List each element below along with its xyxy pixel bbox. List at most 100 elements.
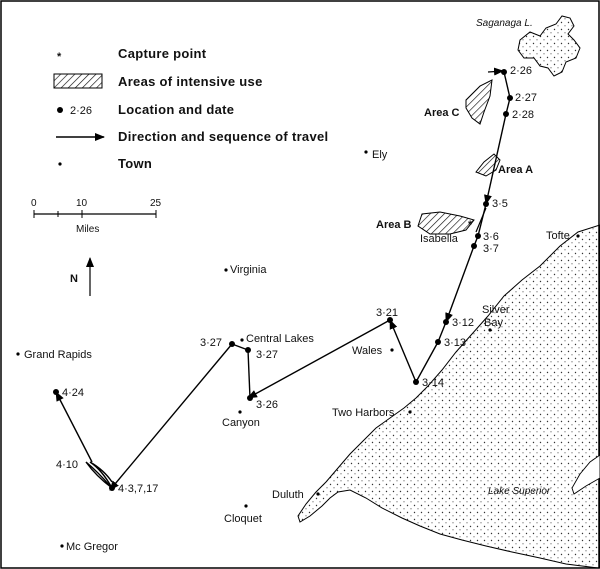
town-cloquet: Cloquet — [224, 513, 262, 525]
legend-area-label: Areas of intensive use — [118, 74, 263, 89]
scale-tick-10: 10 — [76, 198, 88, 209]
town-virginia: Virginia — [230, 264, 267, 276]
town-bay: Bay — [484, 317, 503, 329]
point-3-27-a — [229, 341, 235, 347]
town-dot-wales — [390, 348, 394, 352]
date-3-6: 3·6 — [483, 231, 499, 243]
town-dot-cloquet — [244, 504, 248, 508]
point-3-7 — [471, 243, 477, 249]
date-3-13: 3·13 — [444, 337, 466, 349]
town-mc-gregor: Mc Gregor — [66, 541, 118, 553]
town-tofte: Tofte — [546, 230, 570, 242]
town-dot-central-lakes — [240, 338, 244, 342]
point-3-14 — [413, 379, 419, 385]
scale-tick-25: 25 — [150, 198, 162, 209]
town-points — [16, 150, 580, 548]
point-2-26 — [501, 69, 507, 75]
route-segment-9 — [389, 319, 417, 383]
route-segment-10 — [247, 319, 391, 399]
route-segment-8 — [415, 341, 439, 383]
date-3-12: 3·12 — [452, 317, 474, 329]
date-3-5: 3·5 — [492, 198, 508, 210]
town-central-lakes: Central Lakes — [246, 333, 314, 345]
town-dot-grand-rapids — [16, 352, 20, 356]
route-segment-13 — [109, 343, 233, 491]
date-4-3-7-17: 4·3,7,17 — [118, 483, 158, 495]
date-4-10: 4·10 — [56, 459, 78, 471]
date-3-14: 3·14 — [422, 377, 444, 389]
route-segment-11 — [247, 349, 251, 399]
town-isabella: Isabella — [420, 233, 459, 245]
date-labels: 2·26 2·27 2·28 3·5 3·6 3·7 3·12 3·13 3·1… — [56, 65, 537, 495]
date-3-27-a: 3·27 — [200, 337, 222, 349]
north-label: N — [70, 273, 78, 285]
legend-area-swatch — [53, 73, 103, 89]
date-4-24: 4·24 — [62, 387, 84, 399]
area-b-shape — [417, 211, 475, 235]
town-dot-ely — [364, 150, 368, 154]
route-segment-14 — [55, 391, 93, 463]
area-c-shape — [465, 79, 493, 125]
town-silver: Silver — [482, 304, 510, 316]
town-ely: Ely — [372, 149, 388, 161]
point-4-24 — [53, 389, 59, 395]
point-3-27-b — [245, 347, 251, 353]
legend-direction-label: Direction and sequence of travel — [118, 129, 328, 144]
legend-capture-symbol: * — [57, 51, 62, 63]
area-b-label: Area B — [376, 219, 412, 231]
town-dot-tofte — [576, 234, 580, 238]
town-dot-canyon — [238, 410, 242, 414]
route-segment-7 — [437, 321, 447, 343]
saganaga-label: Saganaga L. — [476, 18, 533, 29]
legend-capture-label: Capture point — [118, 46, 207, 61]
route-loop-4-10-b — [89, 461, 113, 489]
route-segment-1 — [503, 71, 511, 99]
route-segment-4 — [477, 203, 487, 237]
point-2-27 — [507, 95, 513, 101]
date-3-27-b: 3·27 — [256, 349, 278, 361]
scale-unit: Miles — [76, 224, 99, 235]
point-3-21 — [387, 317, 393, 323]
bay-inlet-shape — [571, 454, 600, 495]
point-4-3 — [109, 485, 115, 491]
route-upward-arrow — [487, 67, 504, 76]
legend-location-label: Location and date — [118, 102, 234, 117]
legend: * Capture point Areas of intensive use 2… — [53, 46, 328, 171]
point-2-28 — [503, 111, 509, 117]
legend-town-dot — [58, 162, 62, 166]
town-dot-duluth — [316, 492, 320, 496]
legend-location-dot — [57, 107, 63, 113]
town-canyon: Canyon — [222, 417, 260, 429]
point-3-6 — [475, 233, 481, 239]
location-points — [53, 69, 513, 491]
town-dot-silver-bay — [488, 328, 492, 332]
legend-town-label: Town — [118, 156, 152, 171]
town-dot-mc-gregor — [60, 544, 64, 548]
area-a-label: Area A — [498, 164, 533, 176]
capture-point-marker: * — [468, 219, 473, 231]
saganaga-lake-shape — [517, 15, 581, 77]
date-2-26: 2·26 — [510, 65, 532, 77]
town-duluth: Duluth — [272, 489, 304, 501]
north-arrow: N — [70, 257, 94, 296]
route-segment-6 — [445, 245, 475, 323]
legend-location-example: 2·26 — [70, 105, 92, 117]
town-dot-virginia — [224, 268, 228, 272]
town-grand-rapids: Grand Rapids — [24, 349, 92, 361]
point-3-13 — [435, 339, 441, 345]
scale-bar: 0 10 25 Miles — [31, 198, 162, 235]
date-2-28: 2·28 — [512, 109, 534, 121]
town-dot-two-harbors — [408, 410, 412, 414]
lake-superior-label: Lake Superior — [488, 486, 551, 497]
date-3-7: 3·7 — [483, 243, 499, 255]
date-3-26: 3·26 — [256, 399, 278, 411]
lake-superior-shape — [297, 224, 600, 569]
route-segment-3 — [484, 113, 507, 205]
area-c-label: Area C — [424, 107, 460, 119]
point-3-12 — [443, 319, 449, 325]
town-wales: Wales — [352, 345, 383, 357]
point-3-26 — [247, 395, 253, 401]
route-return-arrow — [475, 207, 487, 233]
